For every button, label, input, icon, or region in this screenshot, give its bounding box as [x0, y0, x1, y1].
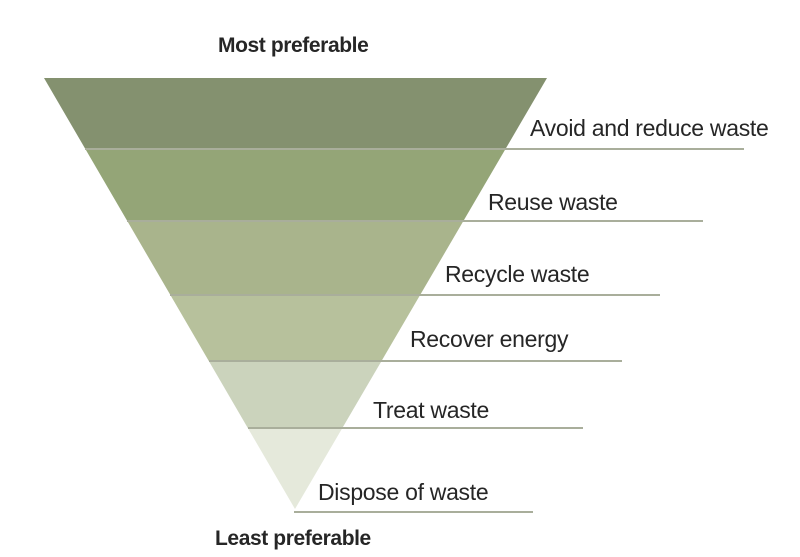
pyramid-band-reuse-waste	[44, 149, 547, 221]
tier-label-recycle-waste: Recycle waste	[445, 261, 590, 287]
pyramid-band-avoid-and-reduce-waste	[44, 78, 547, 149]
tier-label-avoid-and-reduce-waste: Avoid and reduce waste	[530, 115, 769, 141]
tier-label-reuse-waste: Reuse waste	[488, 189, 618, 215]
least-preferable-label: Least preferable	[215, 527, 371, 550]
tier-underline-dispose-of-waste	[294, 511, 533, 513]
tier-label-dispose-of-waste: Dispose of waste	[318, 479, 489, 505]
tier-underline-recycle-waste	[170, 294, 660, 296]
tier-label-treat-waste: Treat waste	[373, 397, 490, 423]
tier-underline-reuse-waste	[127, 220, 703, 222]
most-preferable-label: Most preferable	[218, 34, 369, 57]
tier-underline-avoid-and-reduce-waste	[85, 148, 744, 150]
tier-underline-recover-energy	[209, 360, 622, 362]
tier-label-recover-energy: Recover energy	[410, 326, 569, 352]
tier-underline-treat-waste	[248, 427, 583, 429]
